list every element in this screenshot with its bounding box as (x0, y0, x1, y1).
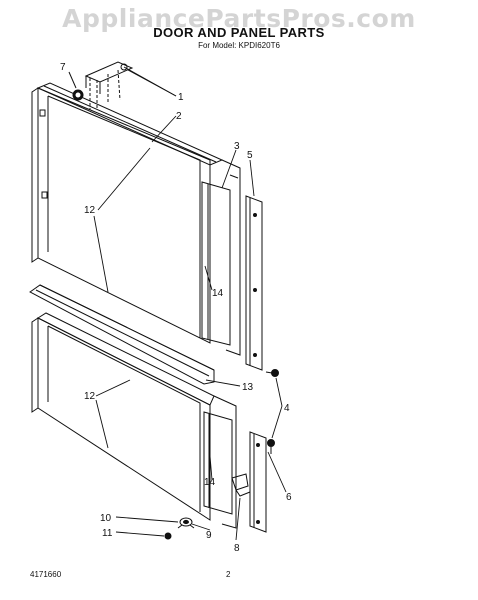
callout-13: 13 (242, 382, 254, 393)
callout-9: 9 (206, 530, 212, 541)
callout-4: 4 (284, 403, 290, 414)
callout-7: 7 (60, 62, 66, 73)
callout-8: 8 (234, 543, 240, 554)
callout-6: 6 (286, 492, 292, 503)
handle-bracket (177, 517, 195, 529)
lower-door-panel (31, 312, 251, 529)
diagram-title: DOOR AND PANEL PARTS (153, 25, 325, 40)
callout-5: 5 (247, 150, 253, 161)
callout-12-upper: 12 (84, 205, 96, 216)
watermark: AppliancePartsPros.com (62, 4, 416, 33)
upper-side-trim (245, 195, 263, 371)
callout-14-lower: 14 (204, 477, 216, 488)
callout-labels: 1 2 3 5 7 12 14 13 4 12 14 6 10 11 9 8 (60, 62, 292, 554)
callout-14-upper: 14 (212, 288, 224, 299)
callout-2: 2 (176, 111, 182, 122)
model-line: For Model: KPDI620T6 (198, 41, 280, 50)
door-hinge-bracket (84, 61, 177, 110)
page-number: 2 (226, 570, 231, 579)
callout-1: 1 (178, 92, 184, 103)
screw-lower (267, 439, 275, 454)
lower-side-trim (249, 431, 267, 533)
screw-upper (265, 369, 279, 377)
document-number: 4171660 (30, 570, 62, 579)
middle-trim-strip (29, 284, 215, 385)
upper-door-panel (31, 82, 241, 356)
leader-lines (93, 69, 287, 541)
cap-nut (68, 71, 84, 101)
callout-11: 11 (102, 528, 113, 539)
callout-10: 10 (100, 513, 112, 524)
callout-3: 3 (234, 141, 240, 152)
callout-12-lower: 12 (84, 391, 96, 402)
handle-screw (164, 532, 172, 540)
